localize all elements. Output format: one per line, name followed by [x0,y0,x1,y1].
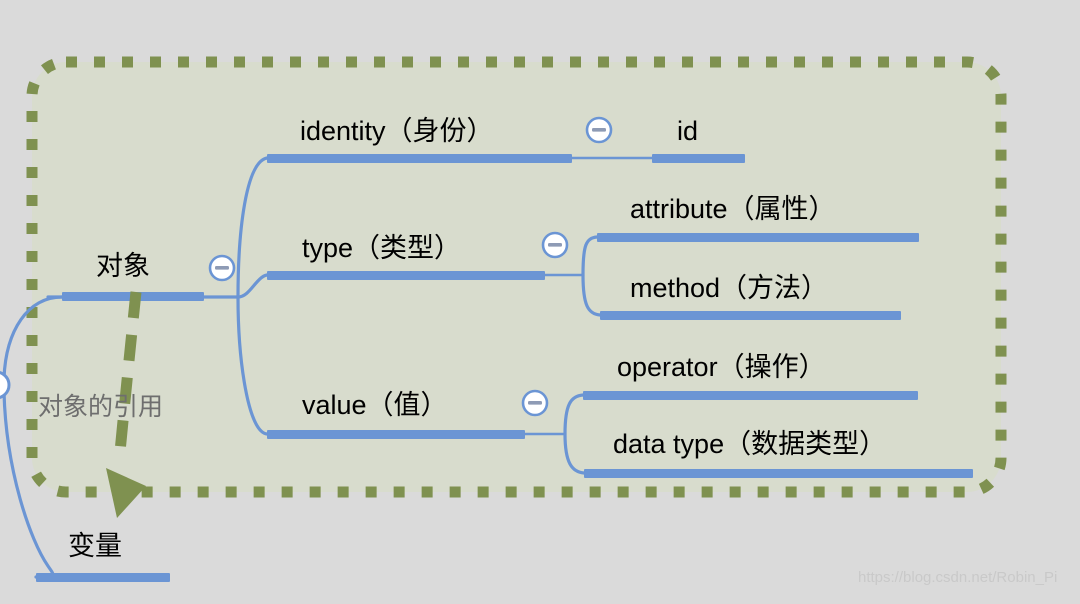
node-label-operator[interactable]: operator（操作） [617,352,826,382]
node-bar-method [600,311,901,320]
collapse-toggle-identity[interactable] [585,116,613,144]
node-label-value[interactable]: value（值） [302,390,448,420]
node-label-root[interactable]: 对象 [96,251,150,281]
node-bar-operator [583,391,918,400]
collapse-toggle-value[interactable] [521,389,549,417]
watermark: https://blog.csdn.net/Robin_Pi [858,569,1058,586]
relation-dashed-arrow [106,291,146,518]
minus-icon [592,128,606,132]
node-label-variable[interactable]: 变量 [68,531,122,561]
minus-icon [215,266,229,270]
minus-icon [548,243,562,247]
node-label-data-type[interactable]: data type（数据类型） [613,429,887,459]
relation-label-object-reference: 对象的引用 [38,393,164,421]
node-label-attribute[interactable]: attribute（属性） [630,194,836,224]
node-label-id[interactable]: id [677,116,699,146]
node-bar-datatype [584,469,973,478]
node-bars [36,154,973,582]
collapse-toggles[interactable] [208,116,613,417]
minus-icon [528,401,542,405]
mindmap-dotted-boundary [26,56,1007,498]
node-bar-variable [36,573,170,582]
node-bar-id [652,154,745,163]
node-bar-type [267,271,545,280]
collapse-toggle-root[interactable] [208,254,236,282]
node-label-identity[interactable]: identity（身份） [300,116,494,146]
branch-connectors [0,156,654,579]
node-bar-attribute [597,233,919,242]
node-label-type[interactable]: type（类型） [302,233,462,263]
node-label-method[interactable]: method（方法） [630,273,829,303]
collapse-toggle-type[interactable] [541,231,569,259]
node-bar-identity [267,154,572,163]
node-bar-value [267,430,525,439]
